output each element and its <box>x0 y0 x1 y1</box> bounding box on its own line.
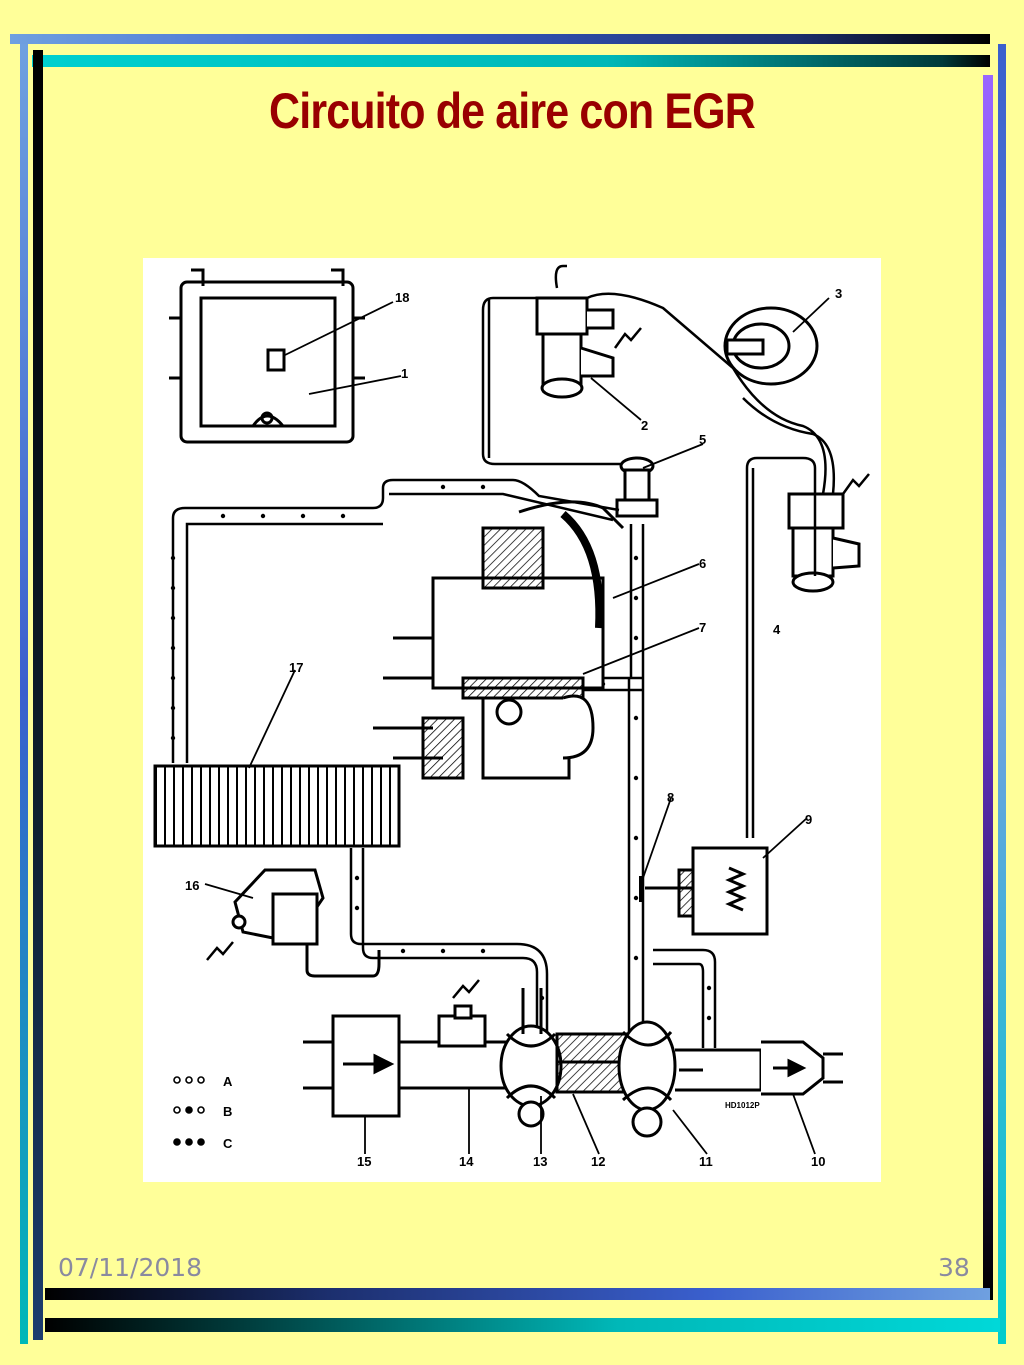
label-18: 18 <box>395 290 409 305</box>
label-13: 13 <box>533 1154 547 1169</box>
vacuum-pump-3 <box>723 306 819 386</box>
label-6: 6 <box>699 556 706 571</box>
pressure-sensor-16 <box>231 868 381 978</box>
frame-left-bar <box>20 44 28 1344</box>
diagram-svg: 18 1 2 3 4 5 6 7 8 9 10 11 12 13 14 15 1… <box>153 264 870 1169</box>
air-flow-meter-14 <box>397 1004 509 1090</box>
engine-cylinder-head <box>373 500 625 780</box>
label-4: 4 <box>773 622 781 637</box>
frame-bottom-bar <box>45 1288 990 1300</box>
egr-valve-5 <box>615 456 659 518</box>
leader-lines <box>204 297 830 1155</box>
intercooler-17 <box>153 764 401 848</box>
label-5: 5 <box>699 432 706 447</box>
dot-markers <box>170 484 712 1021</box>
footer-page-number: 38 <box>938 1253 970 1282</box>
label-14: 14 <box>459 1154 474 1169</box>
label-11: 11 <box>699 1154 713 1169</box>
frame-left-bar-dark <box>33 50 43 1340</box>
frame-top-bar <box>10 34 990 44</box>
air-filter-15 <box>303 1014 401 1118</box>
solenoid-valve-4 <box>787 492 861 593</box>
label-12: 12 <box>591 1154 605 1169</box>
legend-patterns <box>173 1076 205 1146</box>
legend-label-c: C <box>223 1136 233 1151</box>
ecu-unit <box>169 268 365 444</box>
frame-right-bar-2 <box>998 44 1006 1344</box>
label-9: 9 <box>805 812 812 827</box>
label-1: 1 <box>401 366 408 381</box>
frame-right-bar <box>983 75 993 1300</box>
footer-date: 07/11/2018 <box>58 1253 203 1282</box>
actuator-9 <box>639 846 769 936</box>
label-7: 7 <box>699 620 706 635</box>
legend-label-a: A <box>223 1074 233 1089</box>
part-number-labels: 18 1 2 3 4 5 6 7 8 9 10 11 12 13 14 15 1… <box>185 286 842 1169</box>
turbocharger <box>499 988 677 1138</box>
frame-bottom-bar-2 <box>45 1318 1000 1332</box>
label-15: 15 <box>357 1154 371 1169</box>
label-17: 17 <box>289 660 303 675</box>
label-3: 3 <box>835 286 842 301</box>
catalytic-converter-10 <box>675 1040 843 1096</box>
solenoid-valve-2 <box>535 296 615 399</box>
slide-title: Circuito de aire con EGR <box>269 83 756 139</box>
vacuum-lines <box>481 264 835 838</box>
frame-top-bar-2 <box>32 55 990 67</box>
egr-air-circuit-diagram: 18 1 2 3 4 5 6 7 8 9 10 11 12 13 14 15 1… <box>143 258 881 1182</box>
legend-label-b: B <box>223 1104 232 1119</box>
signal-symbols <box>206 327 870 999</box>
dotted-air-lines <box>171 478 717 1048</box>
reference-code: HD1012P <box>725 1101 760 1110</box>
label-10: 10 <box>811 1154 825 1169</box>
label-8: 8 <box>667 790 674 805</box>
label-16: 16 <box>185 878 199 893</box>
label-2: 2 <box>641 418 648 433</box>
